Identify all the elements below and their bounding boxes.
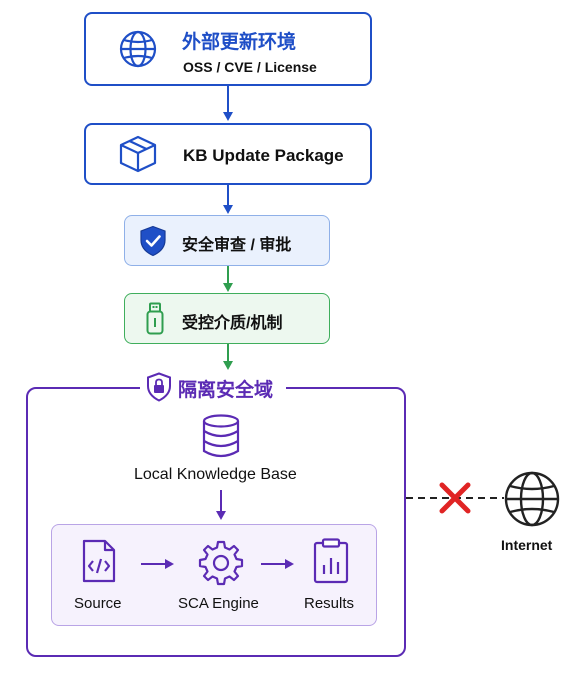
security-review-label: 安全审查 / 审批 (182, 237, 292, 254)
clipboard-chart-icon (313, 538, 349, 584)
external-env-subtitle: OSS / CVE / License (183, 59, 317, 75)
arrow-env-to-kb (223, 86, 233, 121)
external-env-title: 外部更新环境 (182, 32, 297, 53)
kb-package-label: KB Update Package (183, 146, 344, 165)
kb-package-box: KB Update Package (84, 123, 372, 185)
package-box-icon (119, 135, 157, 173)
knowledge-base-label: Local Knowledge Base (134, 466, 297, 483)
controlled-media-box: 受控介质/机制 (124, 293, 330, 344)
gear-icon (198, 540, 244, 586)
controlled-media-label: 受控介质/机制 (182, 315, 283, 332)
security-review-box: 安全审查 / 审批 (124, 215, 330, 266)
globe-icon (119, 30, 157, 68)
arrow-source-to-sca (141, 559, 174, 569)
red-x-icon (439, 482, 471, 514)
arrow-kb-to-review (223, 185, 233, 214)
arrow-kb-to-pipeline (216, 490, 226, 520)
internet-globe-icon (504, 471, 560, 527)
arrow-sca-to-results (261, 559, 294, 569)
arrow-review-to-media (223, 266, 233, 292)
shield-lock-icon (147, 372, 171, 402)
external-env-box: 外部更新环境 OSS / CVE / License (84, 12, 372, 86)
pipeline-sca-label: SCA Engine (178, 595, 259, 612)
pipeline-source-label: Source (74, 595, 122, 612)
arrow-media-to-zone (223, 344, 233, 370)
isolated-zone-title: 隔离安全域 (178, 375, 274, 402)
code-file-icon (82, 539, 116, 583)
usb-drive-icon (146, 302, 164, 335)
internet-label: Internet (501, 537, 553, 553)
database-icon (202, 414, 240, 458)
shield-check-icon (140, 225, 166, 257)
isolated-zone-header: 隔离安全域 (140, 372, 286, 402)
pipeline-results-label: Results (304, 595, 355, 612)
